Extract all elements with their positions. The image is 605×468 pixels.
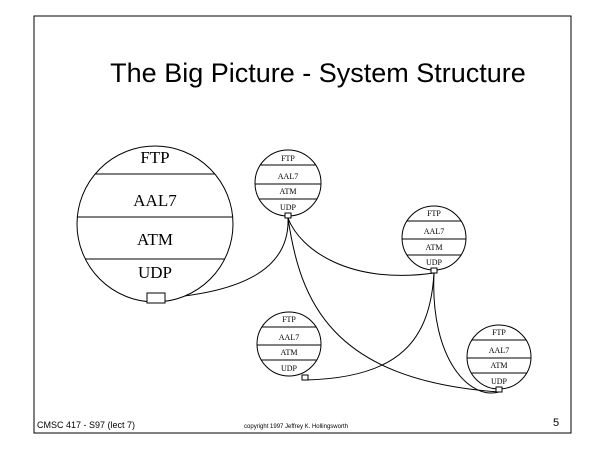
- port-box: [301, 374, 309, 381]
- connection-host-large-host-top: [164, 217, 289, 299]
- layer-label-udp: UDP: [280, 203, 297, 212]
- port-box: [284, 212, 292, 219]
- layer-label-aal7: AAL7: [279, 333, 299, 342]
- layer-label-atm: ATM: [491, 361, 508, 370]
- layer-label-udp: UDP: [426, 258, 443, 267]
- connection-host-right-host-bottom-right: [433, 272, 500, 394]
- port-box: [495, 386, 503, 393]
- connection-host-top-host-right: [287, 217, 435, 276]
- layer-label-aal7: AAL7: [424, 227, 444, 236]
- layer-label-udp: UDP: [138, 263, 172, 282]
- layer-label-atm: ATM: [426, 243, 443, 252]
- slide-frame: [33, 15, 572, 434]
- layer-label-atm: ATM: [280, 187, 297, 196]
- layer-label-udp: UDP: [281, 364, 298, 373]
- layer-label-udp: UDP: [491, 377, 508, 386]
- layer-label-aal7: AAL7: [278, 172, 298, 181]
- port-box: [146, 292, 166, 304]
- footer-copyright: copyright 1997 Jeffrey K. Hollingsworth: [244, 424, 348, 430]
- layer-label-aal7: AAL7: [489, 346, 509, 355]
- footer-course: CMSC 417 - S97 (lect 7): [37, 420, 135, 430]
- page-number: 5: [553, 417, 559, 429]
- port-box: [430, 267, 438, 274]
- connection-host-right-host-bottom-left: [304, 272, 435, 381]
- slide-title: The Big Picture - System Structure: [110, 58, 526, 88]
- connection-host-top-host-bottom-right: [287, 217, 500, 393]
- layer-label-ftp: FTP: [282, 315, 296, 324]
- layer-label-aal7: AAL7: [133, 191, 177, 210]
- layer-label-ftp: FTP: [492, 328, 506, 337]
- layer-label-ftp: FTP: [427, 209, 441, 218]
- layer-label-atm: ATM: [281, 348, 298, 357]
- layer-label-ftp: FTP: [281, 154, 295, 163]
- layer-label-atm: ATM: [137, 230, 173, 249]
- layer-label-ftp: FTP: [140, 148, 169, 167]
